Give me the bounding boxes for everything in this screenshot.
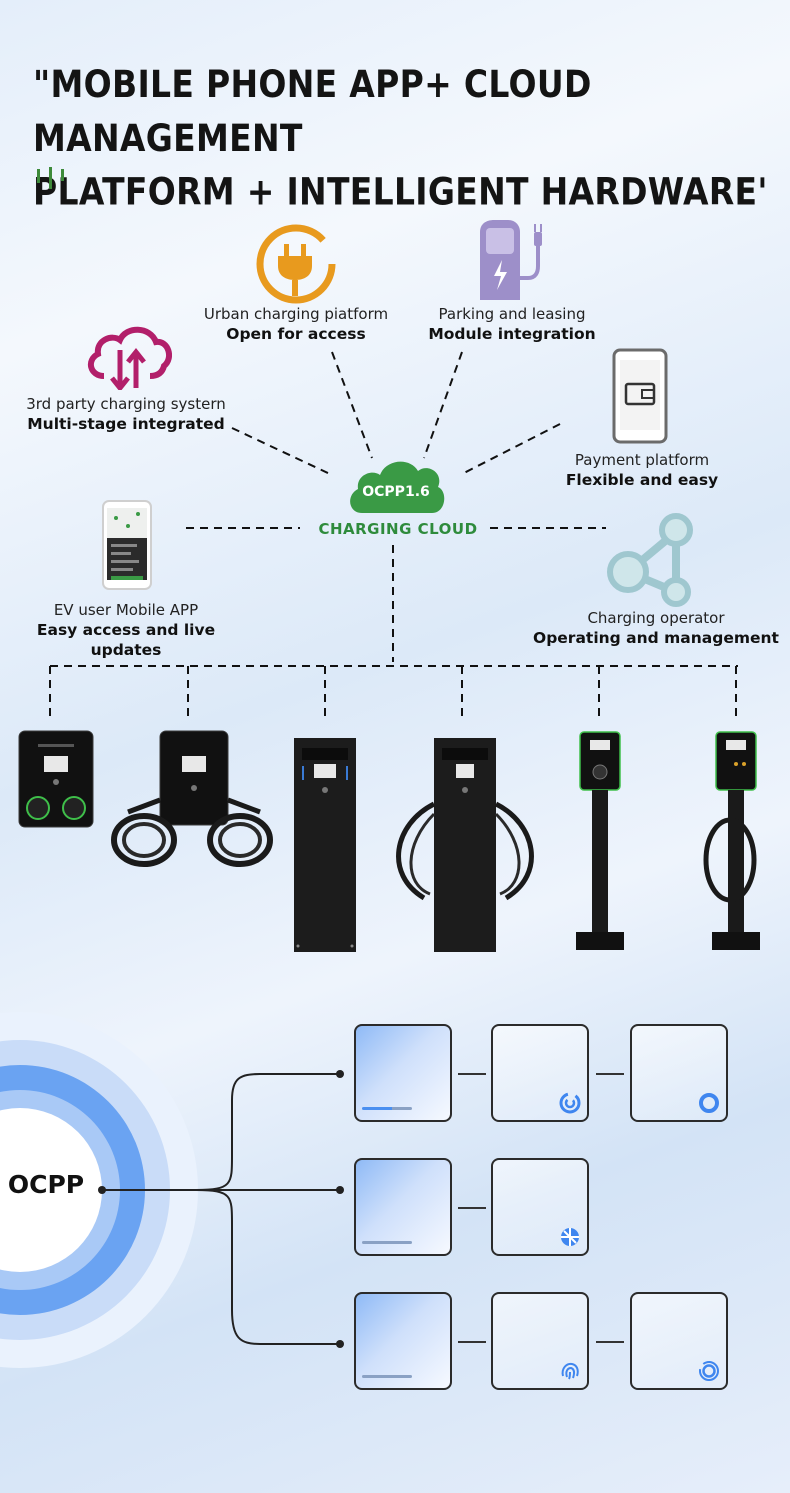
accent-marks-icon (37, 167, 64, 189)
charger-post-cable (703, 731, 760, 950)
node-ev-app-sub: Easy access and live updates (36, 621, 216, 659)
card-connector (596, 1341, 624, 1343)
charger-wall-dual-cable (111, 730, 273, 867)
node-parking-sub: Module integration (428, 325, 596, 343)
headline-line-2: PLATFORM + INTELLIGENT HARDWARE' (33, 170, 768, 214)
ring-icon (699, 1093, 719, 1113)
module-card-3-2 (491, 1292, 589, 1390)
module-card-2-1 (354, 1158, 452, 1256)
node-urban: Urban charging piatform Open for access (186, 304, 406, 344)
module-card-1-2 (491, 1024, 589, 1122)
module-card-3-3 (630, 1292, 728, 1390)
node-operator-sub: Operating and management (533, 629, 779, 647)
network-lines (49, 351, 738, 722)
ocpp-branch-lines (98, 1070, 344, 1348)
charger-floor-pedestal (294, 738, 356, 952)
node-third-party-sub: Multi-stage integrated (27, 415, 225, 433)
node-third-party-title: 3rd party charging systern (26, 395, 226, 413)
phone-map-icon (102, 500, 152, 590)
page-headline: "MOBILE PHONE APP+ CLOUD MANAGEMENT PLAT… (33, 58, 773, 219)
node-parking-title: Parking and leasing (438, 305, 586, 323)
node-ev-app: EV user Mobile APP Easy access and live … (4, 600, 248, 660)
node-urban-sub: Open for access (226, 325, 366, 343)
node-payment-sub: Flexible and easy (565, 471, 719, 489)
cloud-transfer-icon (87, 326, 172, 390)
phone-wallet-icon (612, 348, 668, 444)
fingerprint-icon (561, 1362, 579, 1380)
node-payment-title: Payment platform (574, 451, 710, 469)
node-third-party: 3rd party charging systern Multi-stage i… (12, 394, 240, 434)
module-card-3-1 (354, 1292, 452, 1390)
node-payment: Payment platform Flexible and easy (552, 450, 732, 490)
headline-line-1: "MOBILE PHONE APP+ CLOUD MANAGEMENT (33, 62, 592, 160)
double-ring-icon (699, 1361, 719, 1381)
spiral-icon (559, 1092, 581, 1114)
node-operator-title: Charging operator (587, 609, 725, 627)
module-card-1-1 (354, 1024, 452, 1122)
card-connector (458, 1207, 486, 1209)
module-card-2-2 (491, 1158, 589, 1256)
network-share-icon (607, 513, 693, 607)
cloud-hub-icon (350, 461, 445, 513)
node-urban-title: Urban charging piatform (203, 305, 389, 323)
node-operator: Charging operator Operating and manageme… (532, 608, 780, 648)
ocpp-label: OCPP (7, 1170, 85, 1199)
plug-icon (256, 224, 336, 304)
segmented-disc-icon (561, 1228, 579, 1246)
node-parking: Parking and leasing Module integration (412, 304, 612, 344)
charger-post-socket (576, 731, 624, 950)
charging-station-icon (480, 220, 542, 300)
charger-wall-dual-socket (18, 730, 94, 828)
module-card-1-3 (630, 1024, 728, 1122)
hub-badge-text: OCPP1.6 (362, 484, 430, 500)
node-ev-app-title: EV user Mobile APP (53, 601, 199, 619)
charger-floor-pedestal-cable (396, 738, 534, 952)
ocpp-rings (0, 1012, 198, 1368)
card-connector (458, 1341, 486, 1343)
hub-label: CHARGING CLOUD (318, 520, 478, 538)
card-connector (458, 1073, 486, 1075)
card-connector (596, 1073, 624, 1075)
